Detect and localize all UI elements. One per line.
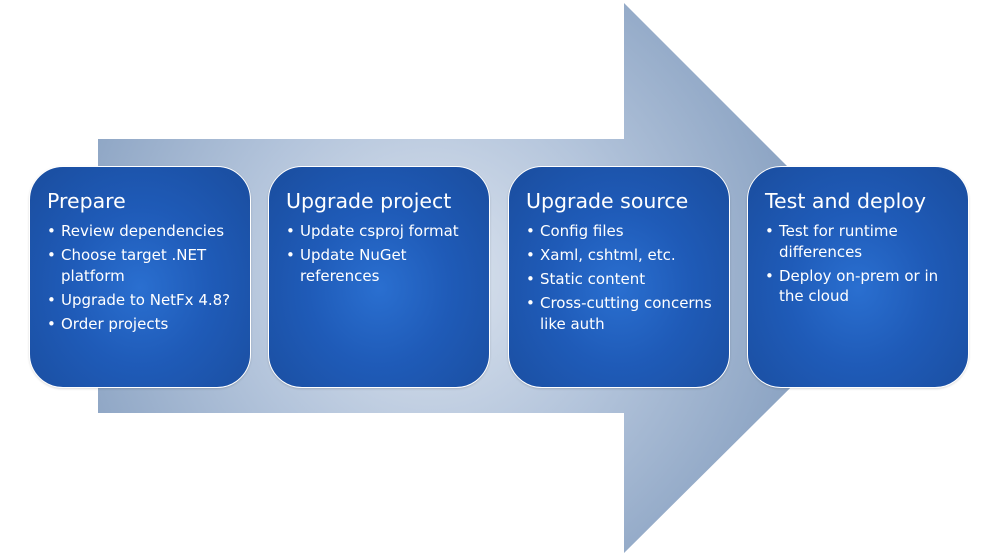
list-item: Choose target .NET platform [47,245,236,286]
list-item: Order projects [47,314,236,335]
stage-test-and-deploy: Test and deploy Test for runtime differe… [747,166,969,388]
stage-items: Update csproj format Update NuGet refere… [286,221,475,286]
arrow-shape [98,3,900,553]
list-item: Review dependencies [47,221,236,242]
stage-items: Config files Xaml, cshtml, etc. Static c… [526,221,715,334]
stage-title: Upgrade source [526,189,689,213]
list-item: Xaml, cshtml, etc. [526,245,715,266]
stage-upgrade-project: Upgrade project Update csproj format Upd… [268,166,490,388]
stage-upgrade-source: Upgrade source Config files Xaml, cshtml… [508,166,730,388]
stage-title: Prepare [47,189,126,213]
list-item: Deploy on-prem or in the cloud [765,266,954,307]
list-item: Test for runtime differences [765,221,954,262]
list-item: Update NuGet references [286,245,475,286]
stage-title: Upgrade project [286,189,452,213]
list-item: Upgrade to NetFx 4.8? [47,290,236,311]
stage-items: Test for runtime differences Deploy on-p… [765,221,954,307]
list-item: Static content [526,269,715,290]
stage-prepare: Prepare Review dependencies Choose targe… [29,166,251,388]
list-item: Config files [526,221,715,242]
list-item: Update csproj format [286,221,475,242]
list-item: Cross-cutting concerns like auth [526,293,715,334]
stage-title: Test and deploy [765,189,926,213]
stage-items: Review dependencies Choose target .NET p… [47,221,236,334]
